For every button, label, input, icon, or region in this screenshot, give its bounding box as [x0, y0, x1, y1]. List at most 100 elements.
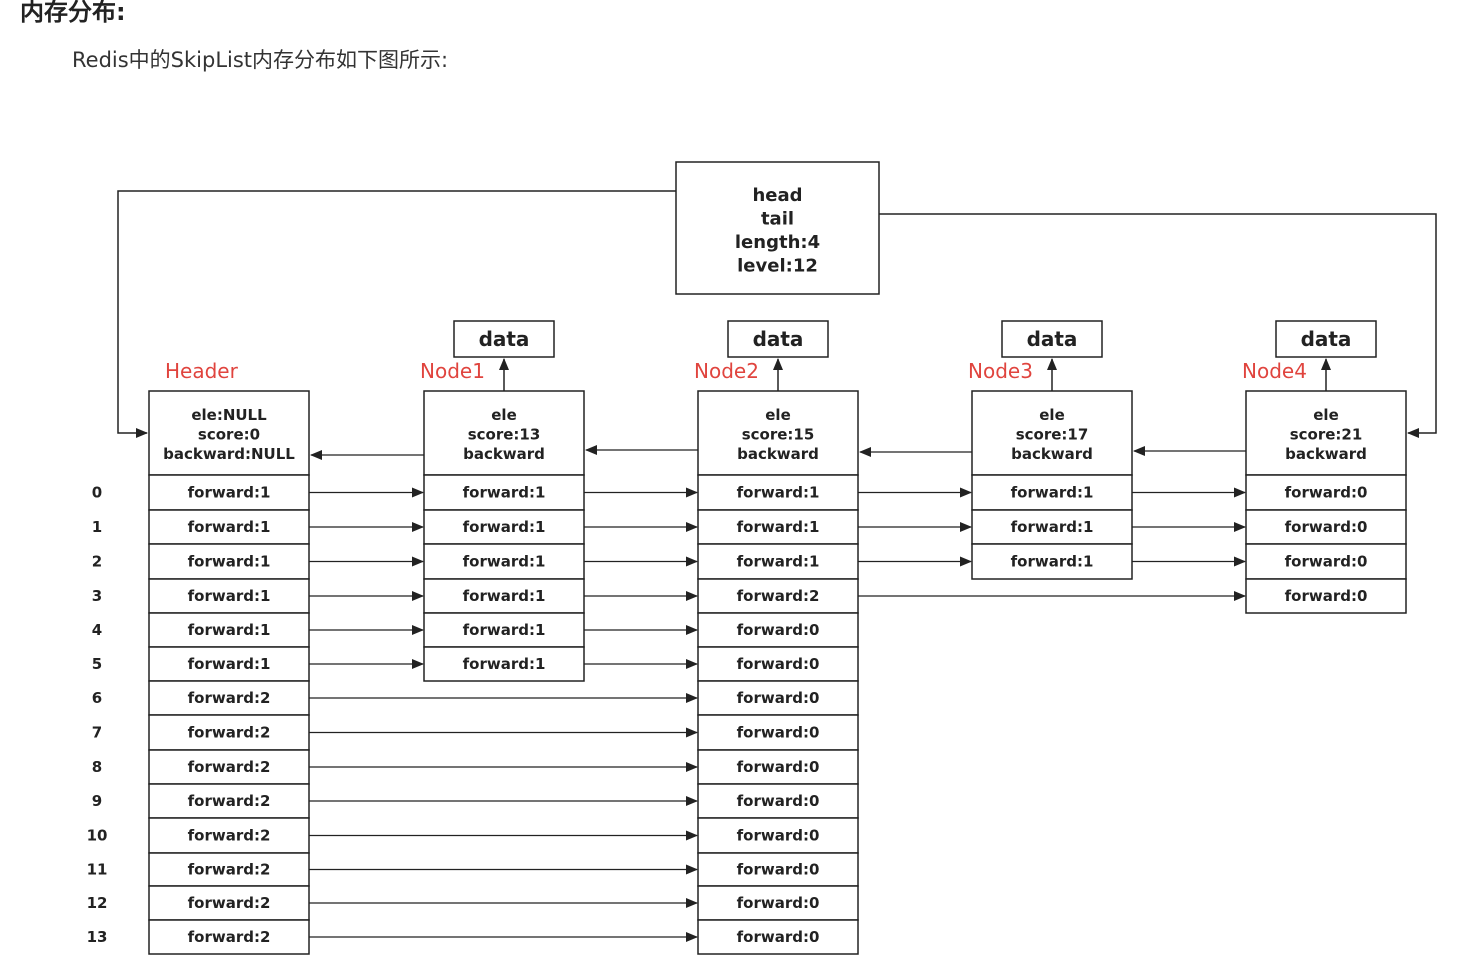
list-struct-field: level:12: [737, 256, 818, 277]
forward-label: forward:1: [1011, 553, 1094, 571]
level-number: 13: [87, 928, 108, 946]
forward-cell: [697, 783, 859, 819]
node-header-field: score:13: [468, 426, 541, 444]
data-label: data: [753, 327, 804, 351]
forward-label: forward:0: [737, 655, 820, 673]
forward-label: forward:0: [1285, 518, 1368, 536]
forward-cell: [423, 543, 585, 580]
node-header-field: score:21: [1290, 426, 1363, 444]
level-number: 5: [92, 655, 102, 673]
forward-label: forward:0: [737, 861, 820, 879]
forward-cell: [148, 646, 310, 682]
forward-cell: [148, 578, 310, 614]
forward-cell: [697, 612, 859, 648]
forward-label: forward:2: [188, 827, 271, 845]
forward-cell: [148, 852, 310, 887]
forward-label: forward:0: [737, 621, 820, 639]
list-struct-box: [675, 161, 880, 295]
forward-label: forward:0: [737, 758, 820, 776]
forward-cell: [423, 509, 585, 545]
forward-cell: [971, 543, 1133, 580]
forward-label: forward:0: [737, 894, 820, 912]
forward-label: forward:1: [737, 553, 820, 571]
forward-label: forward:0: [737, 792, 820, 810]
level-number: 6: [92, 689, 102, 707]
forward-cell: [697, 509, 859, 545]
level-number: 10: [87, 827, 108, 845]
forward-label: forward:0: [737, 928, 820, 946]
forward-cell: [697, 919, 859, 955]
forward-label: forward:0: [737, 827, 820, 845]
forward-label: forward:0: [1285, 553, 1368, 571]
forward-label: forward:2: [188, 928, 271, 946]
forward-label: forward:0: [1285, 587, 1368, 605]
level-number: 11: [87, 861, 108, 879]
node-header-field: score:0: [198, 426, 260, 444]
forward-cell: [971, 474, 1133, 511]
data-label: data: [1301, 327, 1352, 351]
node-header-field: backward: [737, 445, 819, 463]
forward-cell: [697, 646, 859, 682]
forward-cell: [1245, 509, 1407, 545]
forward-label: forward:1: [188, 587, 271, 605]
data-box: [727, 320, 829, 358]
forward-label: forward:2: [188, 861, 271, 879]
node-header-field: backward: [1011, 445, 1093, 463]
node-header-box: [148, 390, 310, 476]
forward-cell: [697, 680, 859, 716]
level-number: 9: [92, 792, 102, 810]
forward-label: forward:1: [463, 484, 546, 502]
level-number: 4: [92, 621, 102, 639]
forward-cell: [697, 885, 859, 921]
forward-cell: [1245, 578, 1407, 614]
level-number: 3: [92, 587, 102, 605]
forward-label: forward:1: [188, 553, 271, 571]
forward-cell: [148, 612, 310, 648]
node-label-node3: Node3: [968, 359, 1033, 383]
tail-pointer-arrow: [879, 213, 1437, 438]
node-label-node4: Node4: [1242, 359, 1307, 383]
node-header-field: ele: [765, 406, 791, 424]
forward-cell: [697, 543, 859, 580]
list-struct-field: head: [752, 185, 802, 206]
node-label-header: Header: [165, 359, 239, 383]
forward-cell: [148, 919, 310, 955]
forward-cell: [697, 817, 859, 854]
forward-cell: [1245, 474, 1407, 511]
forward-label: forward:2: [188, 792, 271, 810]
forward-label: forward:1: [463, 621, 546, 639]
forward-label: forward:2: [188, 689, 271, 707]
head-pointer-arrow: [117, 190, 676, 438]
data-label: data: [479, 327, 530, 351]
forward-label: forward:1: [463, 587, 546, 605]
forward-label: forward:1: [463, 518, 546, 536]
forward-cell: [423, 646, 585, 682]
forward-label: forward:0: [737, 724, 820, 742]
forward-label: forward:1: [737, 518, 820, 536]
node-header-field: ele:NULL: [191, 406, 267, 424]
node-header-field: ele: [491, 406, 517, 424]
forward-label: forward:0: [737, 689, 820, 707]
data-label: data: [1027, 327, 1078, 351]
data-box: [1001, 320, 1103, 358]
node-header-field: backward:NULL: [163, 445, 295, 463]
node-label-node1: Node1: [420, 359, 485, 383]
forward-cell: [148, 749, 310, 785]
forward-label: forward:1: [188, 484, 271, 502]
section-heading: 内存分布:: [20, 0, 126, 26]
forward-cell: [148, 885, 310, 921]
node-label-node2: Node2: [694, 359, 759, 383]
forward-cell: [423, 474, 585, 511]
node-header-field: score:17: [1016, 426, 1089, 444]
forward-cell: [697, 474, 859, 511]
node-header-box: [697, 390, 859, 476]
data-box: [1275, 320, 1377, 358]
forward-label: forward:1: [1011, 518, 1094, 536]
data-box: [453, 320, 555, 358]
node-header-field: ele: [1313, 406, 1339, 424]
forward-label: forward:1: [737, 484, 820, 502]
node-header-field: backward: [1285, 445, 1367, 463]
list-struct-field: length:4: [735, 232, 820, 253]
level-number: 1: [92, 518, 102, 536]
